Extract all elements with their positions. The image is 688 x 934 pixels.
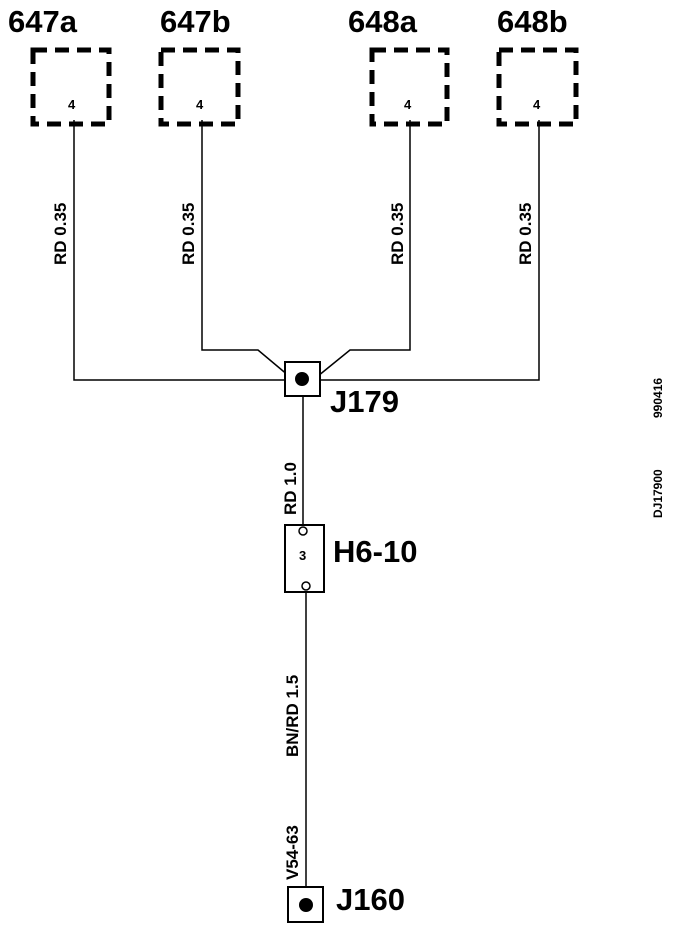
wire-label-h6-j160: BN/RD 1.5 (283, 675, 302, 757)
component-label-648a: 648a (348, 4, 418, 39)
splice-j160-box (287, 886, 324, 923)
wire-648b (318, 120, 540, 381)
component-label-647b: 647b (160, 4, 231, 39)
splice-j179-dot (295, 372, 309, 386)
wire-code-label: V54-63 (283, 825, 302, 880)
fuse-terminal-bottom (301, 581, 311, 591)
drawing-date-label: 990416 (651, 378, 665, 418)
pin-number-647a: 4 (68, 97, 76, 112)
pin-number-648a: 4 (404, 97, 412, 112)
fuse-pin-number: 3 (299, 548, 306, 563)
component-label-647a: 647a (8, 4, 78, 39)
fuse-terminal-top (298, 526, 308, 536)
component-label-648b: 648b (497, 4, 568, 39)
fuse-label-h6-10: H6-10 (333, 534, 417, 569)
component-box-647b (158, 47, 241, 127)
wire-647a (73, 120, 289, 381)
pin-number-647b: 4 (196, 97, 204, 112)
component-box-647a (30, 47, 112, 127)
drawing-ref-label: DJ17900 (651, 469, 665, 518)
fuse-h6-10-box (284, 524, 325, 593)
component-box-648b (496, 47, 579, 127)
wire-label-j179-h6: RD 1.0 (281, 462, 300, 515)
splice-label-j160: J160 (336, 882, 405, 917)
wire-648a (317, 120, 411, 377)
splice-j160-dot (299, 898, 313, 912)
splice-label-j179: J179 (330, 384, 399, 419)
wire-647b (201, 120, 290, 377)
wire-label-648a: RD 0.35 (388, 203, 407, 265)
wire-label-647b: RD 0.35 (179, 203, 198, 265)
pin-number-648b: 4 (533, 97, 541, 112)
component-box-648a (369, 47, 450, 127)
wire-label-648b: RD 0.35 (516, 203, 535, 265)
wire-label-647a: RD 0.35 (51, 203, 70, 265)
